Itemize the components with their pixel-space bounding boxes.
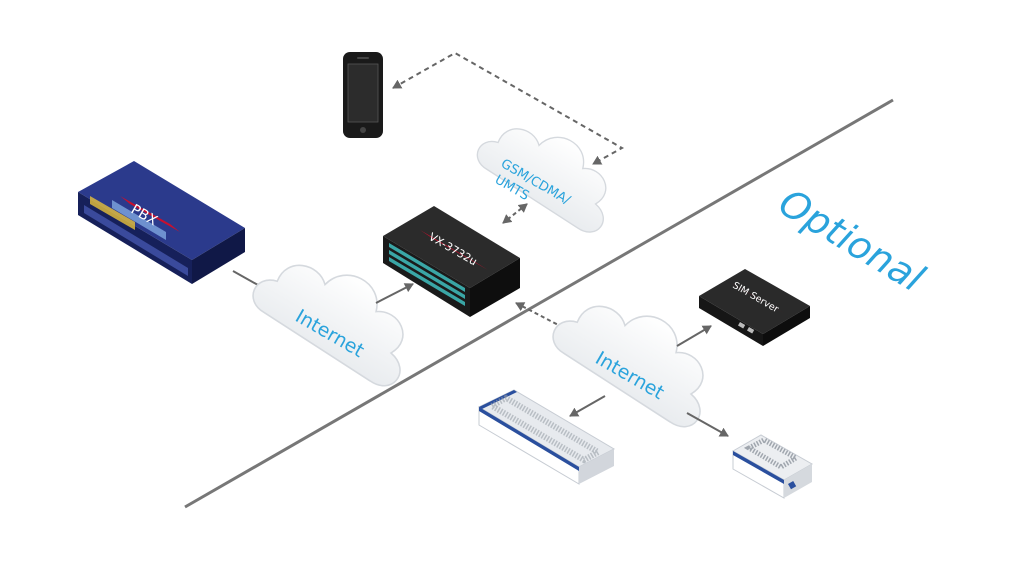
arrow-internet-sim-bank-rack [569, 395, 606, 417]
sim-bank-rack-icon [477, 389, 616, 485]
gateway-device-icon: VX-3732u [383, 206, 520, 317]
dashed-link-phone-gsm [392, 51, 625, 165]
sim-bank-small-icon [731, 434, 814, 499]
optional-label: Optional [771, 180, 932, 301]
arrow-internet-sim-bank-small [686, 412, 729, 437]
dashed-link-gateway-internet [515, 302, 569, 331]
smartphone-icon [343, 52, 383, 138]
sim-server-device-icon: SIM Server [699, 269, 810, 346]
arrow-internet-sim-server [676, 325, 712, 347]
dashed-link-gsm-gateway [502, 203, 528, 224]
gsm-cdma-umts-cloud: GSM/CDMA/ UMTS [468, 102, 632, 239]
arrow-internet-gateway [375, 283, 414, 304]
pbx-device-icon: PBX [78, 161, 245, 284]
